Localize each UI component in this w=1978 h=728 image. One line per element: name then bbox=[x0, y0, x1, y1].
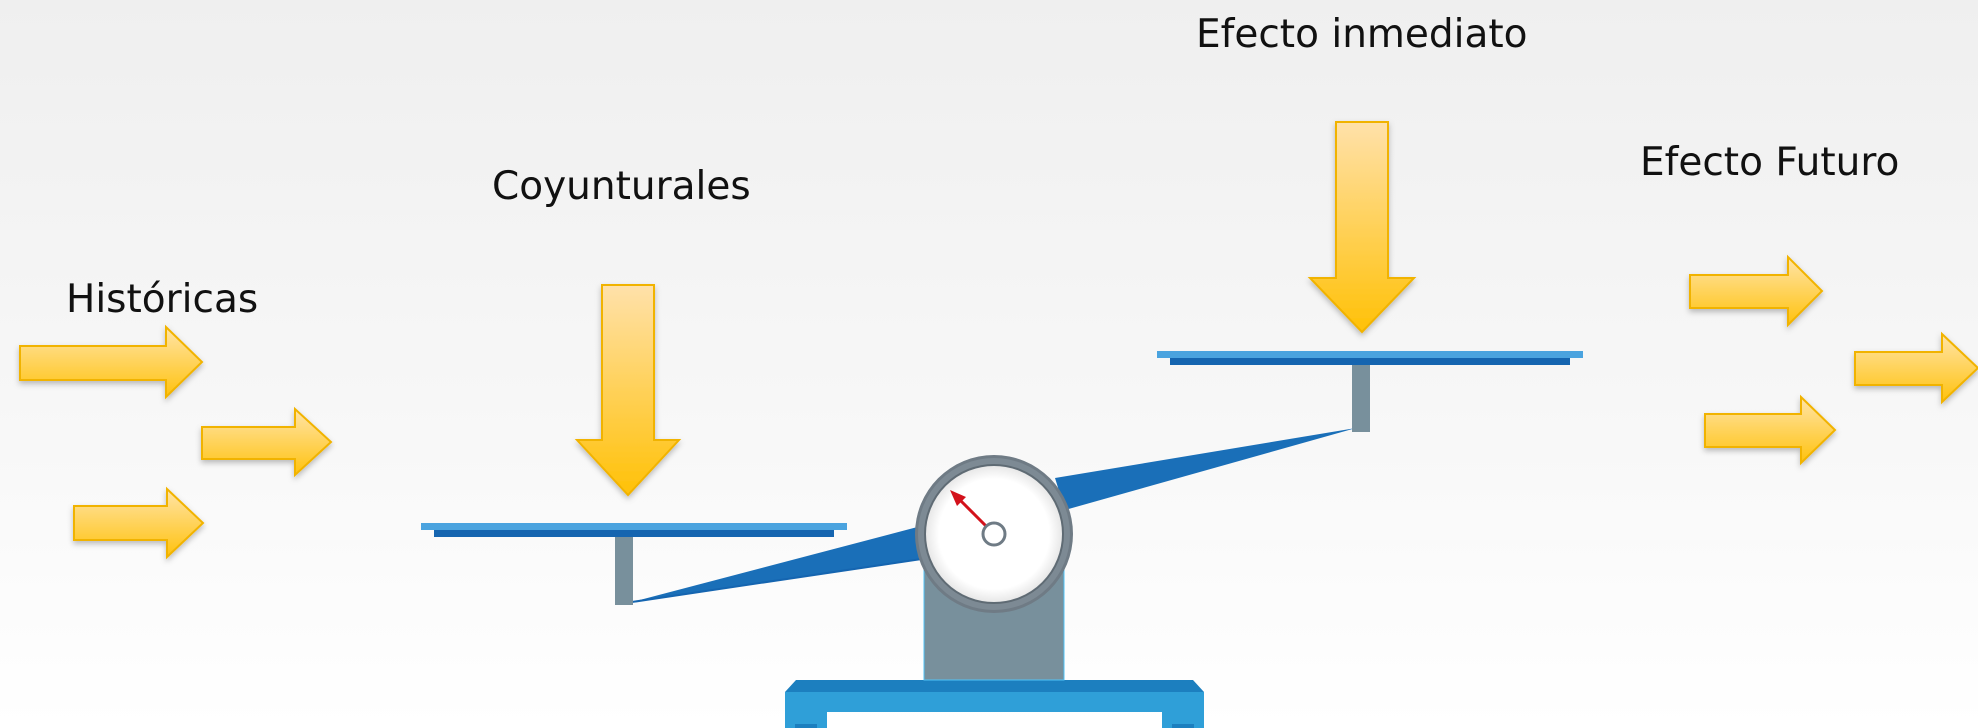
arrow-icon bbox=[1689, 254, 1824, 328]
arrow-icon bbox=[574, 284, 682, 497]
left-plate-post bbox=[615, 534, 633, 605]
right-plate bbox=[1157, 351, 1583, 365]
label-coyunturales: Coyunturales bbox=[492, 164, 751, 209]
arrow-icon bbox=[19, 324, 204, 400]
arrow-icon bbox=[1704, 394, 1837, 466]
label-historicas: Históricas bbox=[66, 277, 259, 322]
arrow-icon bbox=[1854, 331, 1978, 405]
arrow-icon bbox=[201, 406, 333, 478]
label-efecto-futuro: Efecto Futuro bbox=[1640, 140, 1900, 185]
right-plate-post bbox=[1352, 362, 1370, 432]
left-plate bbox=[421, 523, 847, 537]
arrow-icon bbox=[73, 486, 205, 560]
scale-beam bbox=[631, 428, 1356, 603]
arrow-icon bbox=[1307, 121, 1417, 334]
label-efecto-inmediato: Efecto inmediato bbox=[1196, 12, 1528, 57]
scale-base bbox=[785, 680, 1204, 728]
gauge-needle-icon bbox=[950, 490, 1007, 547]
